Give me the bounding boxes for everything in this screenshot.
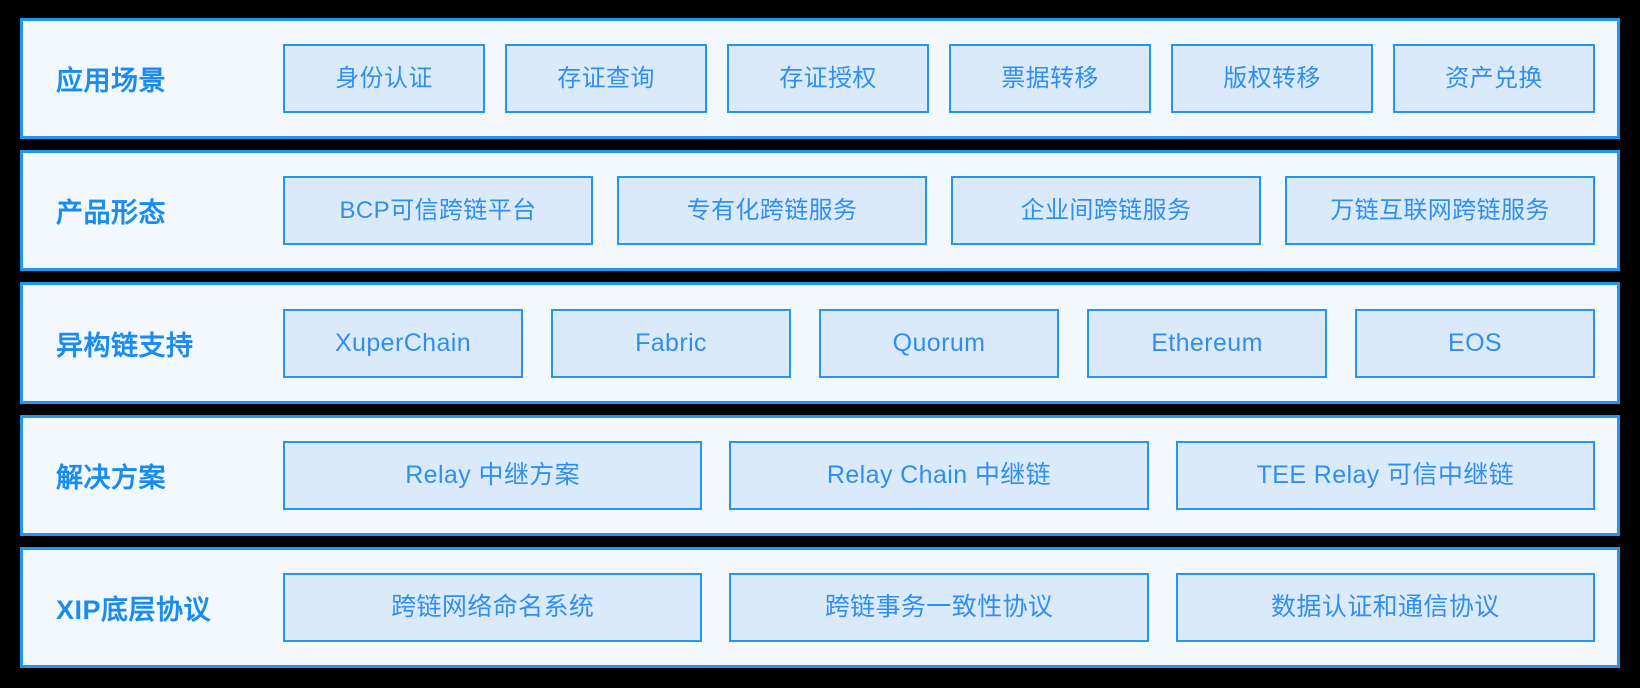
item-box-quorum[interactable]: Quorum bbox=[819, 308, 1059, 378]
layer-row-solutions: 解决方案 Relay 中继方案 Relay Chain 中继链 TEE Rela… bbox=[20, 414, 1620, 536]
layer-label-heterogeneous-chain-support: 异构链支持 bbox=[56, 330, 194, 361]
layer-label-product-forms: 产品形态 bbox=[56, 198, 166, 229]
layer-row-xip-underlying-protocol: XIP底层协议 跨链网络命名系统 跨链事务一致性协议 数据认证和通信协议 bbox=[20, 546, 1620, 669]
item-box-bill-transfer[interactable]: 票据转移 bbox=[949, 44, 1151, 114]
item-box-bcp-trusted-crosschain-platform[interactable]: BCP可信跨链平台 bbox=[283, 176, 593, 246]
item-box-relay-solution[interactable]: Relay 中继方案 bbox=[283, 440, 703, 510]
layer-row-heterogeneous-chain-support: 异构链支持 XuperChain Fabric Quorum Ethereum … bbox=[20, 282, 1620, 404]
layer-items-xip-underlying-protocol: 跨链网络命名系统 跨链事务一致性协议 数据认证和通信协议 bbox=[283, 550, 1599, 665]
item-box-ethereum[interactable]: Ethereum bbox=[1087, 308, 1327, 378]
layer-label-application-scenarios: 应用场景 bbox=[56, 66, 166, 97]
layer-label-solutions: 解决方案 bbox=[56, 462, 166, 493]
item-box-asset-exchange[interactable]: 资产兑换 bbox=[1393, 44, 1595, 114]
layer-items-solutions: Relay 中继方案 Relay Chain 中继链 TEE Relay 可信中… bbox=[283, 418, 1599, 533]
item-box-inter-enterprise-crosschain-service[interactable]: 企业间跨链服务 bbox=[951, 176, 1261, 246]
item-box-fabric[interactable]: Fabric bbox=[551, 308, 791, 378]
item-box-data-authentication-and-communication-protocol[interactable]: 数据认证和通信协议 bbox=[1175, 572, 1595, 642]
item-box-crosschain-transaction-consistency-protocol[interactable]: 跨链事务一致性协议 bbox=[729, 572, 1149, 642]
item-box-crosschain-network-naming-system[interactable]: 跨链网络命名系统 bbox=[283, 572, 703, 642]
layer-row-application-scenarios: 应用场景 身份认证 存证查询 存证授权 票据转移 版权转移 资产兑换 bbox=[20, 18, 1620, 140]
layer-items-application-scenarios: 身份认证 存证查询 存证授权 票据转移 版权转移 资产兑换 bbox=[283, 21, 1599, 136]
layer-row-product-forms: 产品形态 BCP可信跨链平台 专有化跨链服务 企业间跨链服务 万链互联网跨链服务 bbox=[20, 150, 1620, 272]
item-box-relay-chain[interactable]: Relay Chain 中继链 bbox=[729, 440, 1149, 510]
item-box-dedicated-crosschain-service[interactable]: 专有化跨链服务 bbox=[617, 176, 927, 246]
item-box-tee-relay-trusted-relay-chain[interactable]: TEE Relay 可信中继链 bbox=[1175, 440, 1595, 510]
item-box-evidence-query[interactable]: 存证查询 bbox=[505, 44, 707, 114]
item-box-universal-chain-internet-crosschain-service[interactable]: 万链互联网跨链服务 bbox=[1285, 176, 1595, 246]
layer-items-product-forms: BCP可信跨链平台 专有化跨链服务 企业间跨链服务 万链互联网跨链服务 bbox=[283, 153, 1599, 268]
item-box-xuperchain[interactable]: XuperChain bbox=[283, 308, 523, 378]
item-box-eos[interactable]: EOS bbox=[1355, 308, 1595, 378]
item-box-identity-authentication[interactable]: 身份认证 bbox=[283, 44, 485, 114]
layer-label-xip-underlying-protocol: XIP底层协议 bbox=[56, 594, 212, 625]
item-box-copyright-transfer[interactable]: 版权转移 bbox=[1171, 44, 1373, 114]
item-box-evidence-authorization[interactable]: 存证授权 bbox=[727, 44, 929, 114]
layer-items-heterogeneous-chain-support: XuperChain Fabric Quorum Ethereum EOS bbox=[283, 285, 1599, 400]
